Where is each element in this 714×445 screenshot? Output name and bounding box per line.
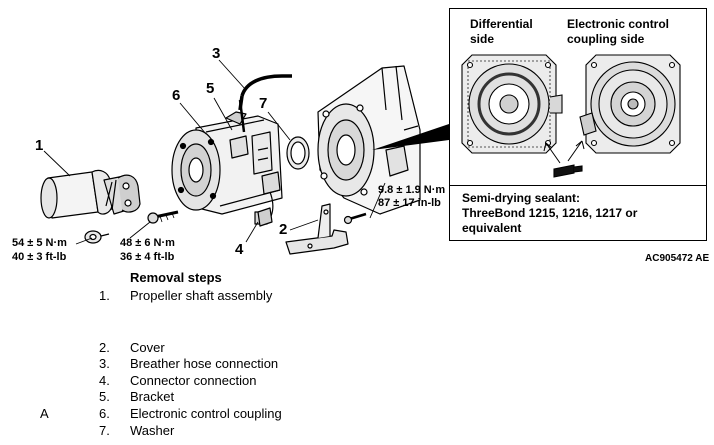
bracket-drawing — [285, 203, 349, 255]
part-number-3: 3 — [212, 45, 221, 62]
connector-drawing — [257, 207, 273, 227]
part-number-7: 7 — [259, 95, 268, 112]
coupling-flange-drawing — [579, 54, 681, 154]
removal-step-row: 7. Washer — [0, 423, 714, 439]
figure-id-code: AC905472 — [645, 253, 693, 264]
step-number: 1. — [99, 288, 110, 303]
torque-3-inlb: 87 ± 17 in-lb — [378, 197, 441, 209]
removal-step-row: 3. Breather hose connection — [0, 356, 714, 372]
transfer-case-drawing — [317, 65, 421, 215]
part-number-5: 5 — [206, 80, 215, 97]
part-number-2: 2 — [279, 221, 288, 238]
coupling-side-heading: Electronic control coupling side — [567, 17, 669, 47]
propeller-shaft-drawing — [40, 169, 141, 219]
flange-faces-illustration — [461, 54, 681, 178]
part-number-6: 6 — [172, 87, 181, 104]
removal-step-row: A 6. Electronic control coupling — [0, 406, 714, 422]
sealant-line-1: ThreeBond 1215, 1216, 1217 or — [462, 206, 638, 220]
breather-hose-drawing — [238, 74, 292, 111]
inset-divider — [450, 185, 706, 186]
step-label: Cover — [130, 340, 165, 355]
step-label: Connector connection — [130, 373, 257, 388]
step-label: Breather hose connection — [130, 356, 279, 371]
removal-step-row: 2. Cover — [0, 340, 714, 356]
nut-drawing — [84, 230, 110, 244]
sealant-tube-icon — [543, 140, 585, 178]
inset-pointer — [372, 124, 449, 150]
torque-1-nm: 54 ± 5 N·m — [12, 237, 67, 249]
small-bolt-drawing — [343, 212, 367, 225]
step-number: 6. — [99, 406, 110, 421]
step-label: Washer — [130, 423, 175, 438]
coupling-body-drawing — [171, 99, 283, 225]
washer-drawing — [286, 136, 310, 170]
part-number-1: 1 — [35, 137, 44, 154]
sealant-inset-box: Differential side Electronic control cou… — [449, 8, 707, 241]
differential-side-heading: Differential side — [470, 17, 533, 47]
removal-steps-title: Removal steps — [130, 270, 222, 285]
differential-flange-drawing — [461, 54, 563, 154]
step-number: 2. — [99, 340, 110, 355]
figure-id: AC905472 AE — [645, 253, 709, 264]
coupling-side-line-1: Electronic control — [567, 17, 670, 31]
removal-step-row: 5. Bracket — [0, 389, 714, 405]
coupling-side-line-2: coupling side — [567, 32, 645, 46]
step-label: Electronic control coupling — [130, 406, 282, 421]
torque-1-ftlb: 40 ± 3 ft-lb — [12, 251, 67, 263]
sealant-line-2: equivalent — [462, 221, 522, 235]
removal-step-row: 1. Propeller shaft assembly — [0, 288, 714, 304]
part-number-4: 4 — [235, 241, 244, 258]
torque-3-nm: 9.8 ± 1.9 N·m — [378, 184, 446, 196]
bolt-drawing — [147, 210, 179, 224]
step-label: Propeller shaft assembly — [130, 288, 273, 303]
figure-id-suffix: AE — [695, 253, 710, 264]
step-marker: A — [40, 406, 49, 421]
step-number: 5. — [99, 389, 110, 404]
differential-side-line-1: Differential — [470, 17, 533, 31]
differential-side-line-2: side — [470, 32, 495, 46]
step-number: 4. — [99, 373, 110, 388]
step-number: 3. — [99, 356, 110, 371]
step-number: 7. — [99, 423, 110, 438]
torque-2-ftlb: 36 ± 4 ft-lb — [120, 251, 175, 263]
torque-2-nm: 48 ± 6 N·m — [120, 237, 175, 249]
step-label: Bracket — [130, 389, 175, 404]
removal-step-row: 4. Connector connection — [0, 373, 714, 389]
sealant-title: Semi-drying sealant: — [462, 191, 581, 205]
